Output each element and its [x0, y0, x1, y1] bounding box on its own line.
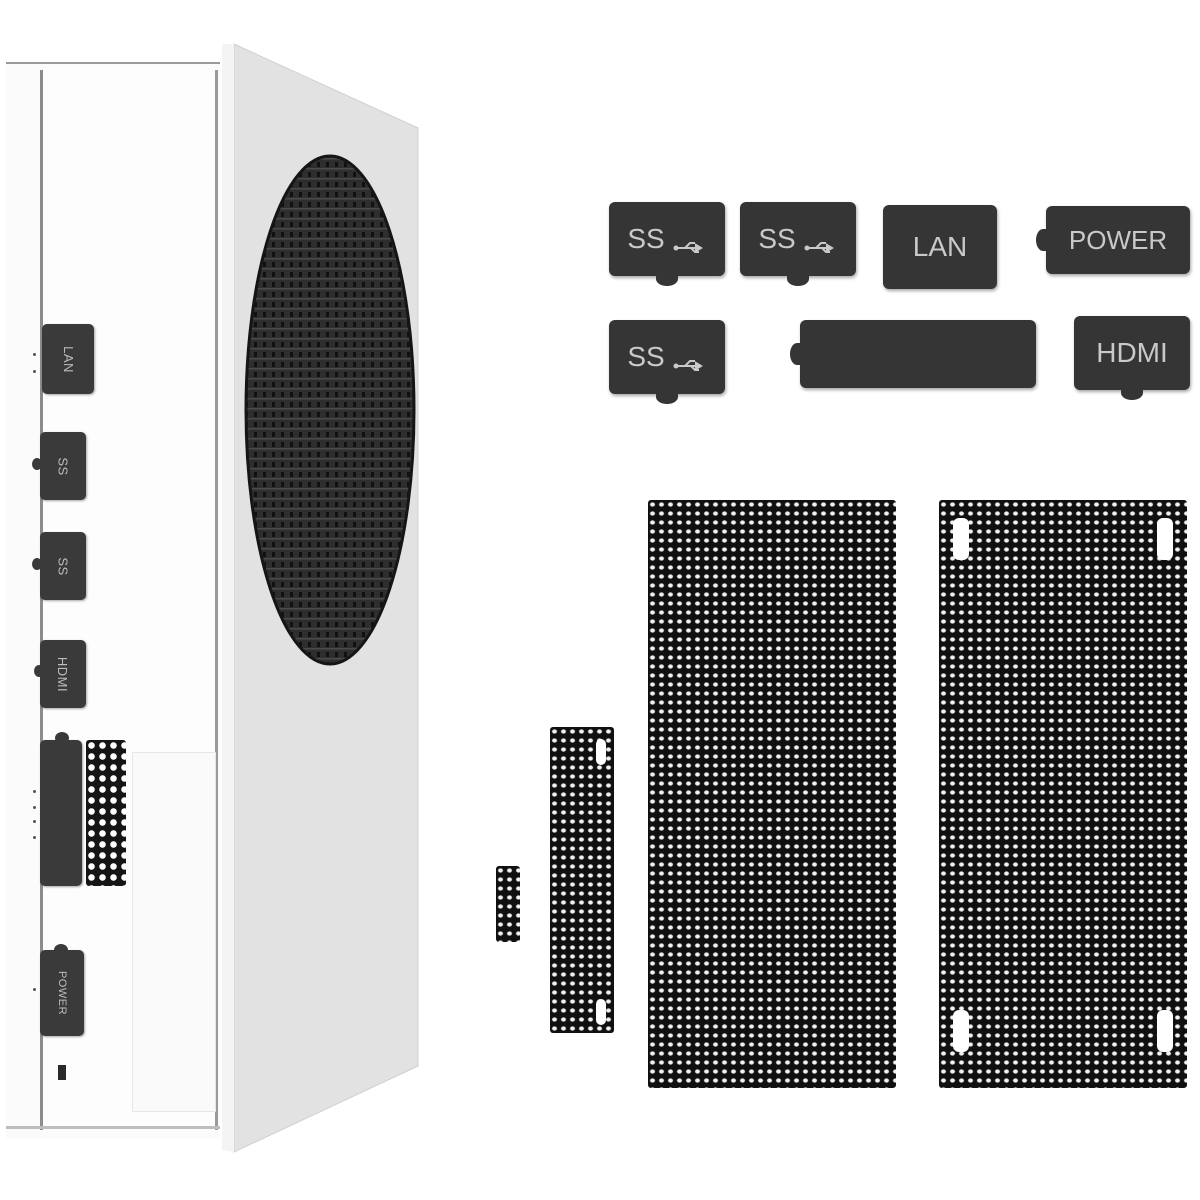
- plug-blank: [790, 320, 1036, 388]
- plug-tab: [55, 732, 69, 744]
- plug-tab: [787, 272, 809, 286]
- plug-tab: [1121, 386, 1143, 400]
- plug-tab: [32, 458, 42, 470]
- plug-tab: [656, 272, 678, 286]
- plug-tab: [790, 343, 804, 365]
- mesh-filter-small: [496, 866, 520, 942]
- indicator-dot: [33, 988, 36, 991]
- plug-tab: [54, 944, 68, 956]
- indicator-dot: [33, 836, 36, 839]
- console-side-panel: [222, 43, 419, 1153]
- indicator-dot: [33, 806, 36, 809]
- console-plug-hdmi: HDMI: [40, 640, 86, 708]
- plug-power: POWER: [1036, 206, 1190, 274]
- console-plug-usb-2: SS: [40, 532, 86, 600]
- usb-icon: [673, 231, 707, 253]
- mesh-slot: [1157, 1010, 1173, 1052]
- console-front-lower-panel: [132, 752, 216, 1112]
- console-base-edge: [6, 1126, 220, 1129]
- console-plug-blank: [40, 740, 82, 886]
- console-switch: [58, 1065, 66, 1080]
- fan-grille: [244, 154, 416, 666]
- console-plug-lan: LAN: [42, 324, 94, 394]
- mesh-slot: [953, 1010, 969, 1052]
- plug-tab: [656, 390, 678, 404]
- indicator-dot: [33, 790, 36, 793]
- mesh-slot: [596, 999, 606, 1025]
- plug-usb-2: SS: [740, 202, 856, 286]
- mesh-slot: [953, 518, 969, 560]
- plug-hdmi: HDMI: [1074, 316, 1190, 400]
- usb-icon: [804, 231, 838, 253]
- indicator-dot: [33, 370, 36, 373]
- plug-tab: [1036, 229, 1050, 251]
- console-plug-power: POWER: [40, 950, 84, 1036]
- mesh-slot: [596, 739, 606, 765]
- mesh-filter-large-left: [648, 500, 896, 1088]
- indicator-dot: [33, 820, 36, 823]
- usb-icon: [673, 349, 707, 371]
- plug-tab: [32, 558, 42, 570]
- plug-usb-1: SS: [609, 202, 725, 286]
- indicator-dot: [33, 353, 36, 356]
- mesh-slot: [1157, 518, 1173, 560]
- mesh-filter-large-right: [939, 500, 1187, 1088]
- plug-tab: [34, 665, 44, 677]
- mesh-filter-narrow: [550, 727, 614, 1033]
- console: LAN SS SS HDMI POWER: [0, 0, 440, 1160]
- console-plug-usb-1: SS: [40, 432, 86, 500]
- plug-usb-3: SS: [609, 320, 725, 404]
- plug-lan: LAN: [883, 205, 997, 289]
- console-mesh-filter: [86, 740, 126, 886]
